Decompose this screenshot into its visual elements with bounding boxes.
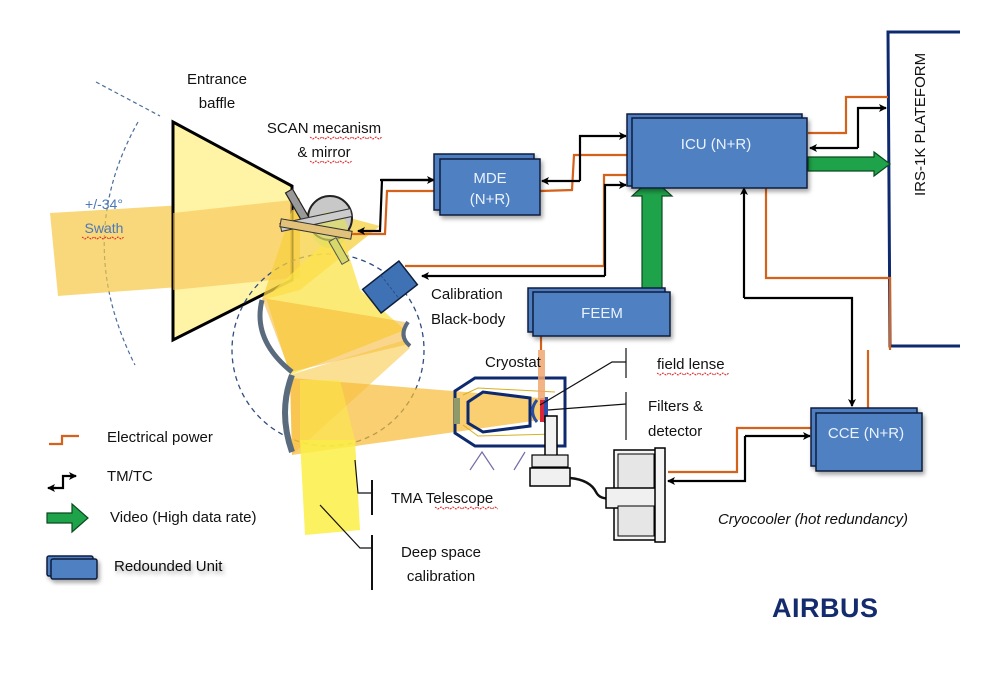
swath-arc: [95, 81, 161, 366]
legend: Electrical power TM/TC Video (High data …: [46, 429, 256, 580]
deep-space-label-1: Deep space: [401, 544, 481, 561]
filters-label-2: detector: [648, 423, 702, 440]
tmtc-arrow-icon: [50, 472, 77, 490]
legend-item-video: Video (High data rate): [46, 502, 256, 534]
swath-label: Swath: [85, 220, 124, 236]
legend-label: Video (High data rate): [110, 509, 256, 526]
legend-item-power: Electrical power: [49, 429, 213, 446]
optical-beams: [262, 210, 540, 535]
icu-label: ICU (N+R): [681, 136, 751, 153]
feem-label: FEEM: [581, 305, 623, 322]
electrical-power-line-icon: [49, 434, 79, 446]
unit-feem[interactable]: FEEM: [527, 287, 671, 337]
cryostat: [453, 350, 567, 471]
legend-label: Redounded Unit: [114, 558, 223, 575]
video-arrow-icu-platform: [807, 150, 891, 178]
tma-telescope-label: TMA Telescope: [391, 490, 493, 507]
tertiary-mirror: [282, 373, 295, 453]
scan-label-2: & mirror: [297, 144, 350, 161]
swath-angle-label: +/-34°: [85, 196, 123, 212]
filters-label-1: Filters &: [648, 398, 703, 415]
primary-mirror: [257, 299, 294, 374]
calibration-bb-label-2: Black-body: [431, 311, 506, 328]
mde-label-line1: MDE: [473, 170, 506, 187]
deep-space-label-2: calibration: [407, 568, 475, 585]
calibration-bb-label-1: Calibration: [431, 286, 503, 303]
unit-mde[interactable]: MDE (N+R): [433, 153, 541, 216]
cryocooler-hardware: [529, 415, 666, 543]
secondary-mirror: [401, 320, 412, 348]
legend-item-tmtc: TM/TC: [47, 468, 153, 492]
video-arrows: [630, 150, 891, 293]
calibration-blackbody: [361, 259, 419, 315]
entrance-baffle-label-1: Entrance: [187, 71, 247, 88]
legend-label: TM/TC: [107, 468, 153, 485]
video-arrow-feem-icu: [630, 177, 674, 293]
platform-label: IRS-1K PLATEFORM: [912, 53, 929, 196]
legend-label: Electrical power: [107, 429, 213, 446]
entrance-baffle-label-2: baffle: [199, 95, 235, 112]
cce-label: CCE (N+R): [828, 425, 904, 442]
platform-bracket: [886, 30, 960, 348]
cryocooler-label: Cryocooler (hot redundancy): [718, 511, 908, 528]
unit-cce[interactable]: CCE (N+R): [810, 407, 923, 472]
power-lines: [352, 95, 892, 474]
unit-icu[interactable]: ICU (N+R): [626, 113, 808, 189]
airbus-logo: AIRBUS: [772, 593, 879, 623]
leader-lines: [319, 348, 627, 590]
scan-label-1: SCAN mecanism: [267, 120, 381, 137]
field-lense-label: field lense: [657, 356, 725, 373]
tmtc-lines: [357, 104, 887, 485]
video-arrow-icon: [46, 502, 89, 534]
scan-mirror: [279, 188, 353, 265]
legend-item-unit: Redounded Unit: [46, 555, 223, 580]
mde-label-line2: (N+R): [470, 191, 510, 208]
redounded-unit-icon: [46, 555, 98, 580]
cryostat-label: Cryostat: [485, 354, 542, 371]
